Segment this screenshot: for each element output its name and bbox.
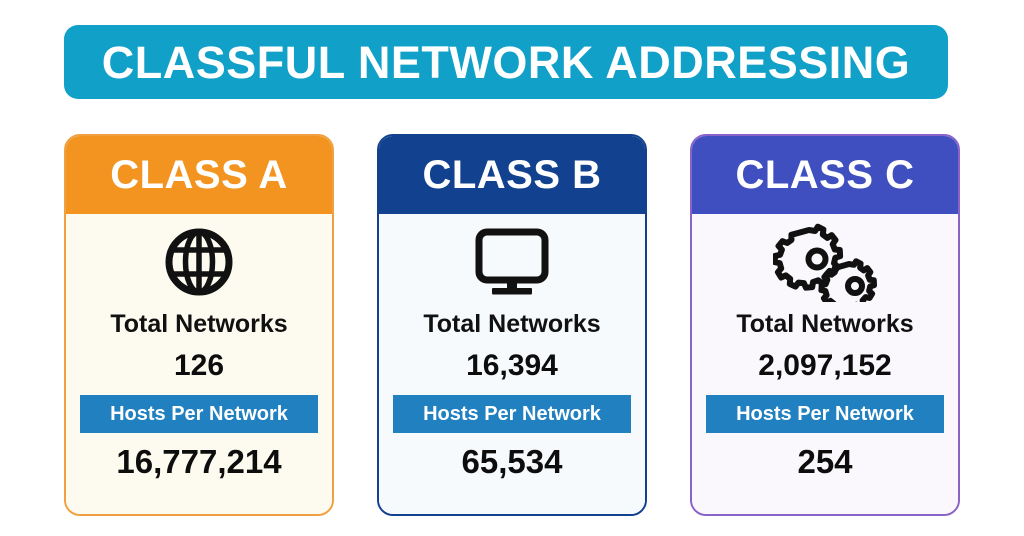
class-card-a-hosts-value: 16,777,214 xyxy=(116,443,282,480)
class-card-a-hosts-band: Hosts Per Network xyxy=(80,395,318,433)
globe-icon xyxy=(66,214,332,310)
class-card-b-hosts-value: 65,534 xyxy=(461,443,563,480)
class-card-c-hosts-label: Hosts Per Network xyxy=(736,403,914,425)
class-card-a-networks-value: 126 xyxy=(173,349,225,382)
class-card-c-networks-value: 2,097,152 xyxy=(758,349,892,382)
class-card-c-hosts-band: Hosts Per Network xyxy=(706,395,944,433)
class-card-a-networks-label: Total Networks xyxy=(110,310,288,338)
class-card-b-body: Total Networks 16,394 Hosts Per Network … xyxy=(379,214,645,514)
class-card-a-title: CLASS A xyxy=(110,153,288,197)
class-card-a: CLASS A Total Networks 126 Hosts Per Net… xyxy=(64,134,334,516)
class-card-c-header: CLASS C xyxy=(692,136,958,214)
class-card-b-header: CLASS B xyxy=(379,136,645,214)
class-card-a-body: Total Networks 126 Hosts Per Network 16,… xyxy=(66,214,332,514)
class-card-b-hosts-label: Hosts Per Network xyxy=(423,403,601,425)
class-card-b-hosts-band: Hosts Per Network xyxy=(393,395,631,433)
class-cards-row: CLASS A Total Networks 126 Hosts Per Net… xyxy=(64,134,960,516)
title-banner: CLASSFUL NETWORK ADDRESSING xyxy=(64,25,948,99)
class-card-b: CLASS B Total Networks 16,394 Hosts Per … xyxy=(377,134,647,516)
class-card-c-title: CLASS C xyxy=(735,153,915,197)
class-card-c-networks-label: Total Networks xyxy=(736,310,914,338)
class-card-c-hosts-value: 254 xyxy=(797,443,853,480)
class-card-b-networks-value: 16,394 xyxy=(466,349,558,382)
class-card-c: CLASS C Total Networks 2,097,152 xyxy=(690,134,960,516)
class-card-a-header: CLASS A xyxy=(66,136,332,214)
gears-icon xyxy=(692,214,958,310)
class-card-b-networks-label: Total Networks xyxy=(423,310,601,338)
monitor-icon xyxy=(379,214,645,310)
class-card-a-hosts-label: Hosts Per Network xyxy=(110,403,288,425)
class-card-b-title: CLASS B xyxy=(422,153,602,197)
page-title: CLASSFUL NETWORK ADDRESSING xyxy=(101,36,911,88)
class-card-c-body: Total Networks 2,097,152 Hosts Per Netwo… xyxy=(692,214,958,514)
